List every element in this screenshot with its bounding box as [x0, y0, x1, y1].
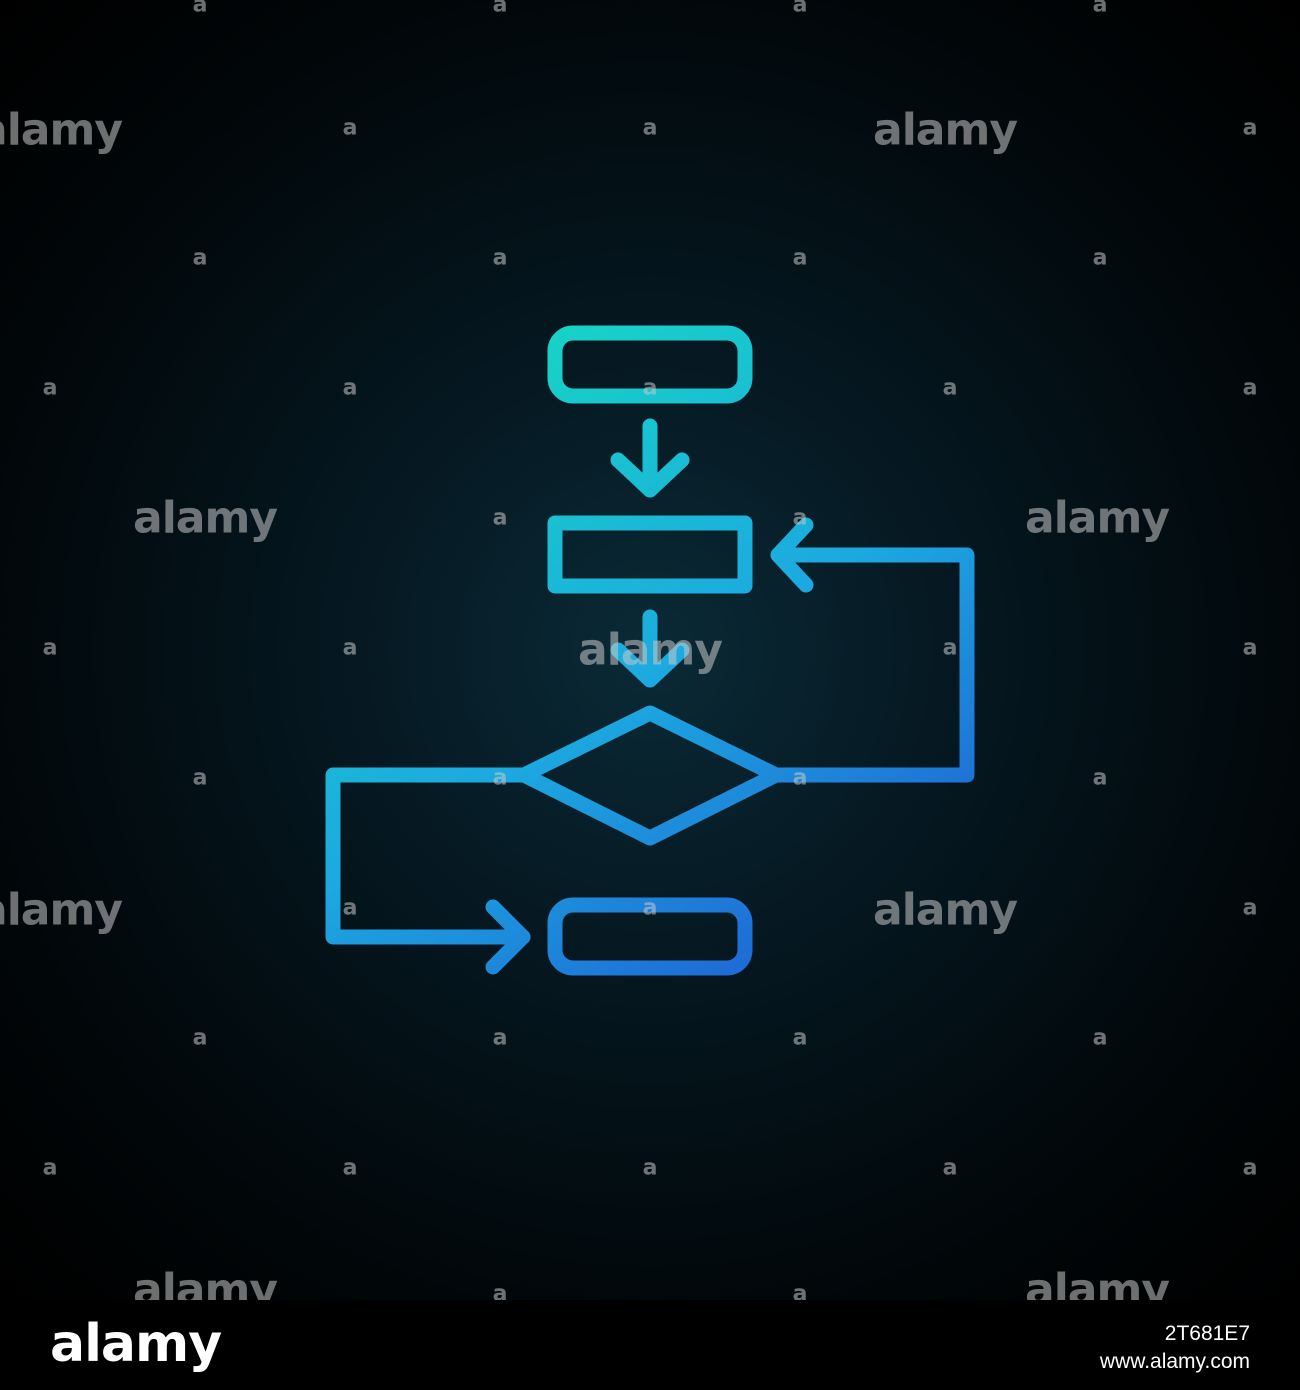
- arrow-right-icon: [485, 899, 531, 975]
- image-id: 2T681E7: [1164, 1322, 1250, 1345]
- site-url: www.alamy.com: [1099, 1350, 1250, 1373]
- footer-meta: 2T681E7 www.alamy.com: [1100, 1320, 1250, 1376]
- arrow-down-icon: [610, 418, 690, 498]
- exit-connector: [325, 767, 532, 945]
- arrow-down-icon: [610, 609, 690, 688]
- decision-diamond: [516, 705, 784, 846]
- loop-back-connector: [768, 547, 975, 783]
- process-box: [547, 515, 753, 594]
- image-canvas: alamyalamyalamyalamyalamyalamyalamyalamy…: [0, 0, 1300, 1300]
- arrow-left-icon: [770, 517, 814, 593]
- footer-bar: alamy 2T681E7 www.alamy.com: [0, 1300, 1300, 1390]
- flowchart-diagram: [325, 325, 975, 976]
- end-terminal-box: [547, 897, 753, 976]
- footer-logo: alamy: [50, 1314, 222, 1374]
- start-terminal-box: [547, 325, 753, 404]
